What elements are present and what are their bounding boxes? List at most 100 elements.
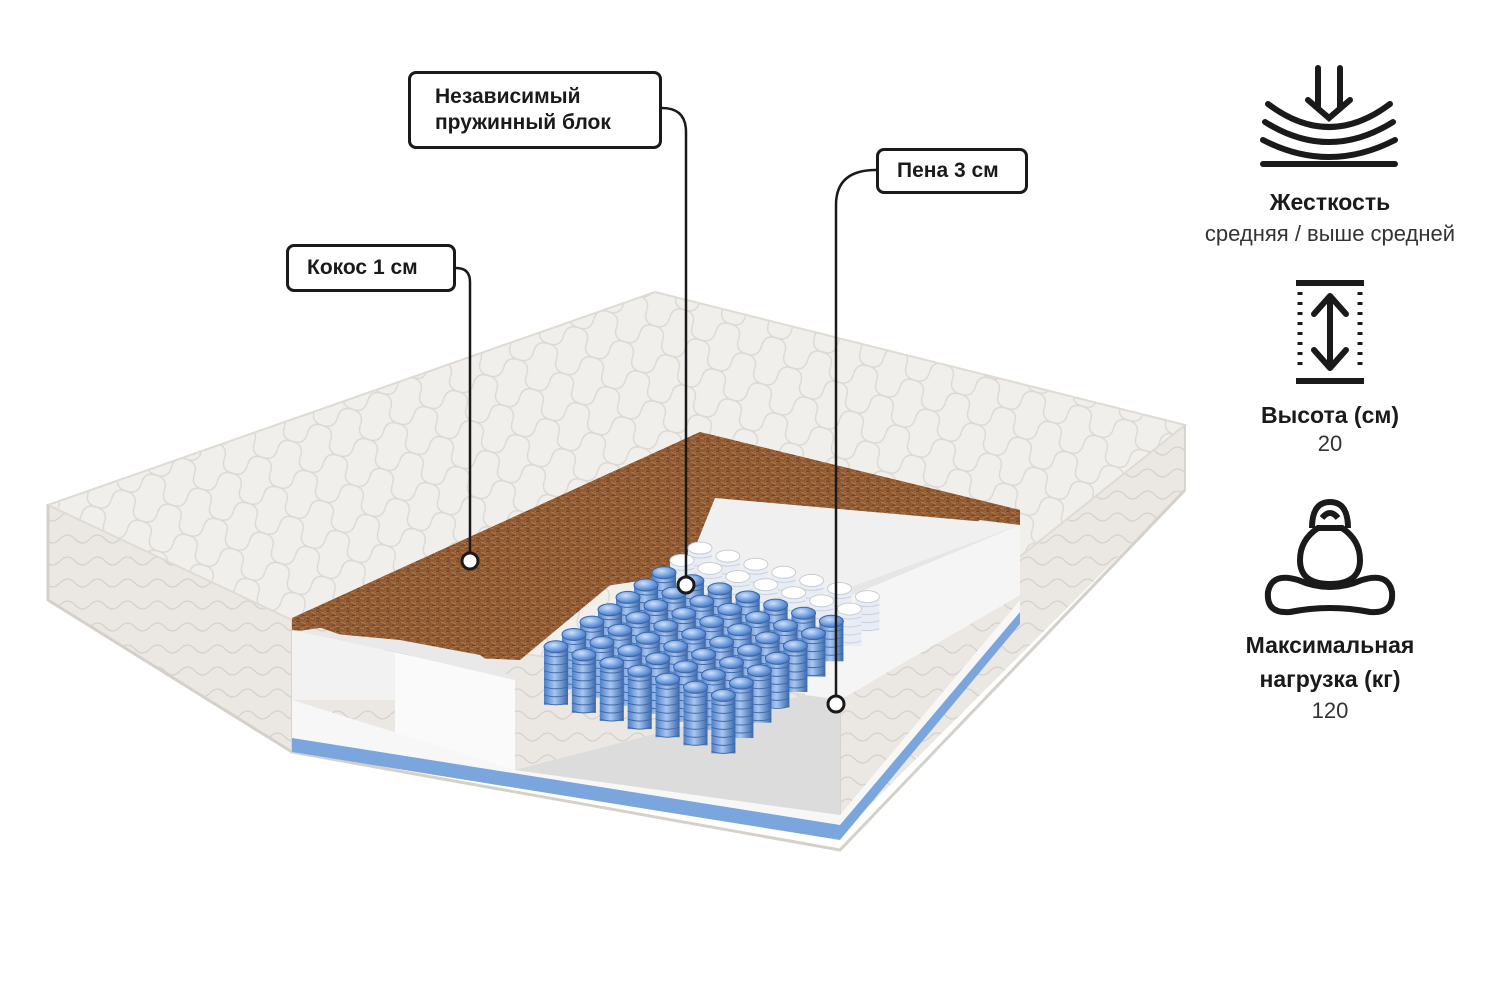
spring-coil-line — [543, 654, 569, 658]
spring-top — [728, 676, 754, 690]
spring-top — [746, 664, 772, 678]
spring-top — [543, 640, 569, 654]
spec-firmness: Жесткость средняя / выше средней — [1170, 185, 1490, 249]
spring-top — [809, 594, 834, 608]
spring-top — [827, 582, 852, 595]
spec-firmness-value: средняя / выше средней — [1204, 221, 1456, 246]
spring-coil-line — [543, 686, 569, 690]
spring-top — [791, 606, 816, 620]
spring-coil-line — [655, 734, 680, 738]
spring-top — [683, 680, 708, 694]
spring-top — [725, 570, 751, 584]
spring-top — [669, 553, 695, 567]
spring-coil-line — [683, 718, 708, 722]
spring-top — [735, 590, 761, 604]
spring-coil-line — [543, 678, 569, 682]
spring-top — [697, 561, 723, 575]
spring-top — [782, 639, 808, 653]
spring-coil-line — [627, 718, 652, 722]
spring-coil-line — [599, 710, 624, 714]
spring-coil-line — [683, 742, 708, 746]
spec-height: Высота (см) 20 — [1170, 398, 1490, 456]
spring-top — [707, 582, 733, 596]
callout-foam: Пена 3 см — [876, 148, 1028, 194]
spring-top — [643, 599, 669, 612]
spring-top — [727, 623, 753, 637]
coconut-marker — [460, 551, 480, 571]
spring-top — [597, 603, 623, 617]
spring-coil-line — [599, 694, 624, 698]
spring-top — [617, 644, 643, 658]
spring-coil-line — [571, 686, 597, 690]
springs-marker — [676, 575, 696, 595]
spring-top — [691, 648, 717, 661]
spring-coil-line — [599, 718, 624, 722]
spring-coil-line — [627, 710, 652, 714]
spring-top — [737, 643, 762, 657]
spring-coil-line — [711, 702, 736, 706]
spring-top — [710, 688, 736, 702]
spring-top — [854, 590, 880, 604]
spring-coil-line — [711, 718, 736, 722]
spring-coil-line — [627, 726, 652, 730]
spring-coil-line — [655, 718, 680, 722]
spring-coil-line — [571, 670, 597, 674]
spring-coil-line — [571, 694, 597, 698]
spring-top — [781, 586, 807, 600]
spring-coil-line — [599, 670, 624, 674]
spring-top — [615, 590, 641, 604]
spring-coil-line — [711, 726, 736, 730]
spring-coil-line — [543, 662, 569, 666]
callout-coconut: Кокос 1 см — [286, 244, 456, 292]
spec-load-title-line1: Максимальная — [1245, 632, 1415, 658]
spring-coil-line — [683, 702, 708, 706]
spring-top — [673, 660, 699, 674]
spring-coil-line — [627, 702, 652, 706]
spring-top — [717, 602, 743, 616]
spring-top — [651, 566, 677, 580]
callout-coconut-text: Кокос 1 см — [307, 256, 418, 279]
spring-top — [753, 578, 779, 592]
spring-top — [681, 627, 707, 641]
spring-coil-line — [711, 750, 736, 754]
spring-top — [571, 648, 597, 662]
spring-coil-line — [655, 710, 680, 714]
spring-top — [699, 615, 725, 629]
callout-foam-text: Пена 3 см — [897, 159, 999, 182]
height-arrow-icon — [1296, 280, 1364, 384]
kettlebell-load-icon — [1264, 498, 1396, 616]
spring-coil-line — [599, 678, 624, 682]
spring-top — [800, 627, 826, 641]
spring-coil-line — [655, 726, 680, 730]
spring-top — [627, 664, 653, 678]
spring-coil-line — [655, 686, 680, 690]
spec-firmness-title: Жесткость — [1269, 189, 1391, 215]
spring-coil-line — [683, 734, 708, 738]
spring-top — [633, 578, 659, 592]
spring-coil-line — [627, 678, 652, 682]
spring-top — [607, 623, 633, 637]
spring-top — [645, 652, 671, 666]
spring-coil-line — [655, 702, 680, 706]
spring-top — [655, 672, 681, 686]
spring-top — [755, 631, 780, 645]
spring-coil-line — [711, 742, 736, 746]
spring-coil-line — [627, 694, 652, 698]
spring-top — [763, 598, 789, 612]
foam-marker — [826, 694, 846, 714]
spring-top — [709, 635, 735, 649]
spring-top — [689, 594, 715, 608]
firmness-compression-icon — [1260, 65, 1398, 167]
spring-coil-line — [543, 702, 569, 706]
spring-top — [561, 627, 587, 641]
spring-coil-line — [571, 702, 597, 706]
spring-top — [818, 614, 844, 628]
spring-coil-line — [627, 686, 652, 690]
spring-coil-line — [571, 678, 597, 682]
spring-top — [771, 565, 797, 579]
spring-coil-line — [683, 710, 708, 714]
spring-coil-line — [711, 734, 736, 738]
spring-top — [599, 656, 625, 670]
spring-top — [579, 615, 605, 629]
